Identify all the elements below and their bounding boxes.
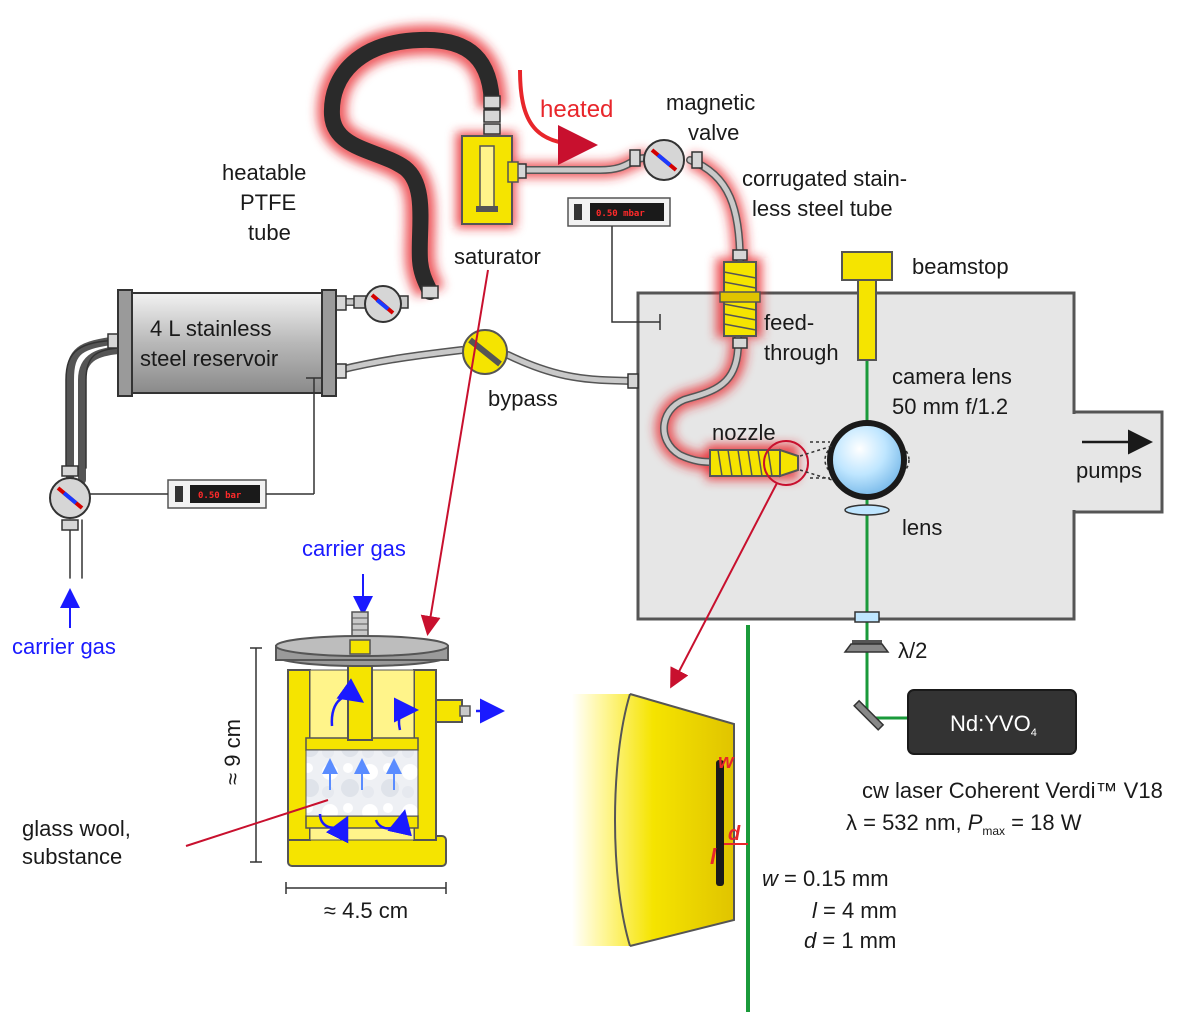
camera-lens	[810, 420, 910, 500]
dimension-height	[250, 647, 262, 863]
half-wave-label: λ/2	[898, 638, 927, 663]
magnetic-valve-label-2: valve	[688, 120, 739, 145]
svg-text:Nd:YVO4: Nd:YVO4	[950, 711, 1037, 739]
dim-d-value: = 1 mm	[816, 928, 896, 953]
nozzle-label: nozzle	[712, 420, 776, 445]
glass-wool-label-1: glass wool,	[22, 816, 131, 841]
camera-lens-label-2: 50 mm f/1.2	[892, 394, 1008, 419]
fittings	[61, 95, 748, 531]
laser-specs: λ = 532 nm, Pmax = 18 W	[846, 810, 1082, 838]
glass-wool-pointer	[185, 799, 329, 847]
laser-description: cw laser Coherent Verdi™ V18	[862, 778, 1163, 803]
callout-nozzle-arrow	[670, 482, 778, 689]
valve-reservoir	[353, 285, 409, 323]
laser-head: Nd:YVO4	[907, 689, 1077, 755]
dim-l-var: l	[812, 898, 818, 923]
magnetic-valve	[643, 139, 685, 181]
ptfe-label-2: PTFE	[240, 190, 296, 215]
carrier-gas-label-left: carrier gas	[12, 634, 116, 659]
saturator-detail	[275, 611, 471, 867]
ptfe-tube	[323, 31, 500, 300]
reservoir-label-2: steel reservoir	[140, 346, 278, 371]
chamber-window	[854, 611, 880, 623]
bypass-label: bypass	[488, 386, 558, 411]
reservoir	[117, 289, 337, 494]
dim-l-value: = 4 mm	[817, 898, 897, 923]
laser-power-symbol: P	[968, 810, 983, 835]
carrier-gas-label-top: carrier gas	[302, 536, 406, 561]
mirror	[853, 699, 885, 731]
laser-lambda: λ = 532 nm,	[846, 810, 968, 835]
slit-d-label: d	[728, 823, 741, 845]
beamstop	[841, 251, 893, 361]
ptfe-label-3: tube	[248, 220, 291, 245]
dim-d: d = 1 mm	[804, 928, 896, 953]
laser-power-value: = 18 W	[1005, 810, 1082, 835]
lens-label: lens	[902, 515, 942, 540]
heated-arrow	[518, 69, 598, 165]
nozzle-closeup	[572, 693, 735, 947]
focusing-lens	[844, 504, 890, 516]
flow-arrows	[318, 678, 505, 844]
feedthrough-label-2: through	[764, 340, 839, 365]
saturator	[461, 135, 519, 225]
laser-power-sub: max	[982, 824, 1005, 838]
half-wave-plate	[843, 640, 890, 653]
reservoir-label-1: 4 L stainless	[150, 316, 271, 341]
magnetic-valve-label-1: magnetic	[666, 90, 755, 115]
dim-d-var: d	[804, 928, 817, 953]
width-label: ≈ 4.5 cm	[324, 898, 408, 923]
slit-l-label: l	[710, 844, 717, 869]
dimension-width	[285, 882, 447, 894]
gauge-bar-reading: 0.50 bar	[198, 491, 242, 501]
dim-w-var: w	[762, 866, 780, 891]
nozzle	[709, 440, 809, 486]
saturator-label: saturator	[454, 244, 541, 269]
glass-wool-label-2: substance	[22, 844, 122, 869]
dim-l: l = 4 mm	[812, 898, 897, 923]
beamstop-label: beamstop	[912, 254, 1009, 279]
feedthrough-label-1: feed-	[764, 310, 814, 335]
corrugated-label-1: corrugated stain-	[742, 166, 907, 191]
height-label: ≈ 9 cm	[220, 719, 245, 785]
dim-w: w = 0.15 mm	[762, 866, 889, 891]
slit-w-label: w	[718, 751, 735, 773]
valve-carrier	[49, 477, 91, 519]
heated-label: heated	[540, 96, 613, 123]
camera-lens-label-1: camera lens	[892, 364, 1012, 389]
corrugated-label-2: less steel tube	[752, 196, 893, 221]
gauge-mbar-reading: 0.50 mbar	[596, 209, 645, 219]
dim-w-value: = 0.15 mm	[778, 866, 889, 891]
pumps-label: pumps	[1076, 458, 1142, 483]
bypass-valve	[462, 329, 508, 375]
ptfe-label-1: heatable	[222, 160, 306, 185]
callout-saturator-arrow	[420, 269, 489, 636]
pressure-gauge-mbar: 0.50 mbar	[567, 197, 671, 330]
laser-subscript: 4	[1031, 727, 1037, 739]
pressure-gauge-bar: 0.50 bar	[90, 479, 314, 509]
laser-name: Nd:YVO	[950, 711, 1031, 736]
steel-tubes	[65, 154, 744, 579]
feedthrough	[719, 261, 761, 337]
